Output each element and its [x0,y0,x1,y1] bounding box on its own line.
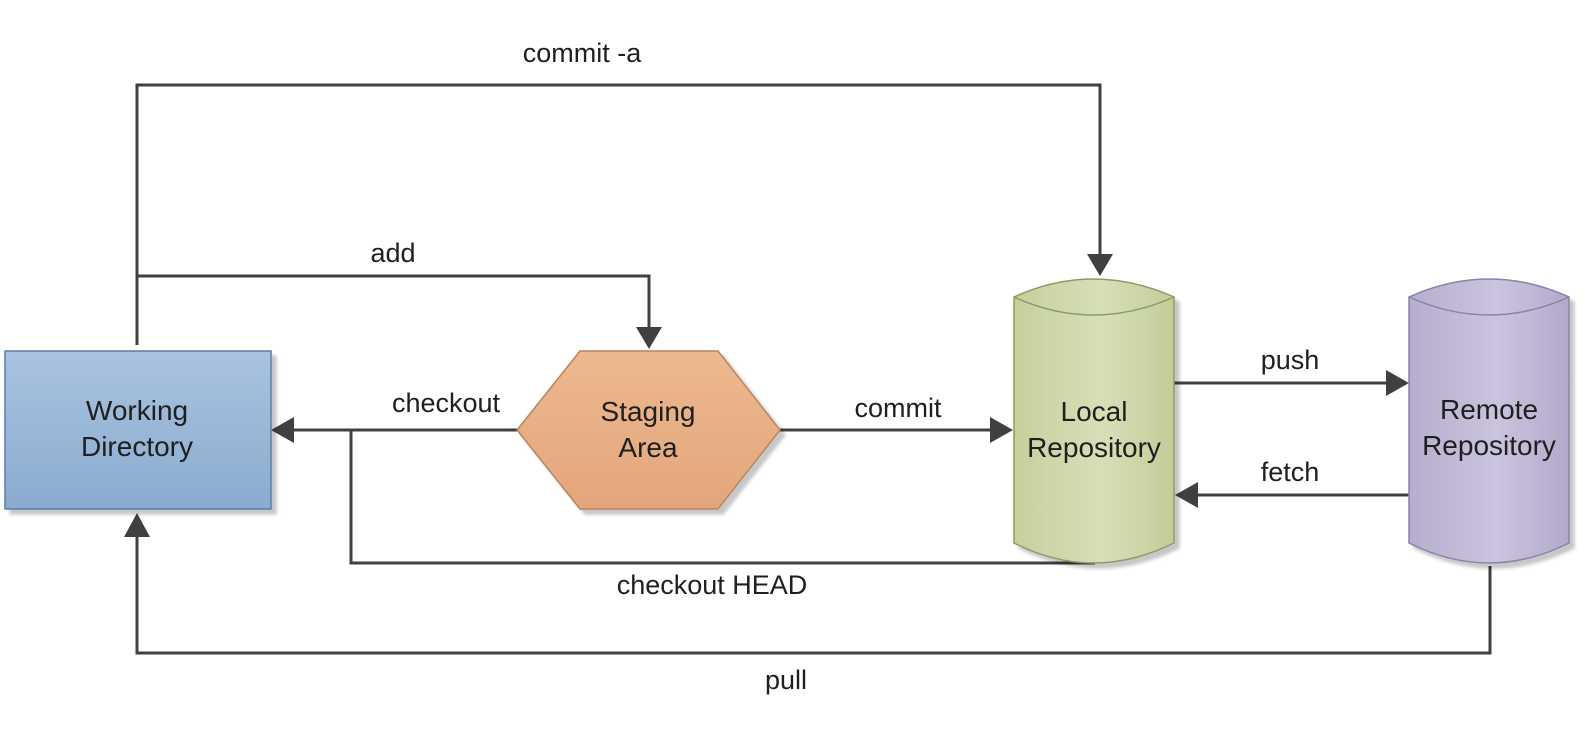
node-staging-area-line2: Area [618,432,678,463]
edge-commit-a [135,83,1113,345]
node-staging-area: Staging Area [516,350,781,510]
edge-commit [780,417,1013,443]
edge-push [1174,370,1409,396]
node-local-repository-line1: Local [1061,396,1128,427]
edge-add [137,274,662,349]
edge-label-commit-a: commit -a [523,38,642,68]
edge-checkout-head [349,430,1095,565]
edge-label-push: push [1261,345,1320,375]
node-local-repository: Local Repository [1013,278,1175,564]
edge-fetch [1175,482,1410,508]
node-working-directory: Working Directory [4,350,272,510]
edge-label-checkout-head: checkout HEAD [617,570,808,600]
node-remote-repository-line1: Remote [1440,394,1538,425]
node-remote-repository: Remote Repository [1408,278,1570,564]
edge-pull [124,513,1492,655]
edge-label-checkout: checkout [392,388,501,418]
node-staging-area-line1: Staging [601,396,696,427]
edge-label-fetch: fetch [1261,457,1320,487]
edge-label-add: add [370,238,415,268]
node-remote-repository-line2: Repository [1422,430,1556,461]
edge-checkout [271,417,517,443]
edge-label-pull: pull [765,665,807,695]
node-local-repository-line2: Repository [1027,432,1161,463]
node-working-directory-line1: Working [86,395,188,426]
edge-label-commit: commit [855,393,942,423]
node-working-directory-line2: Directory [81,431,193,462]
